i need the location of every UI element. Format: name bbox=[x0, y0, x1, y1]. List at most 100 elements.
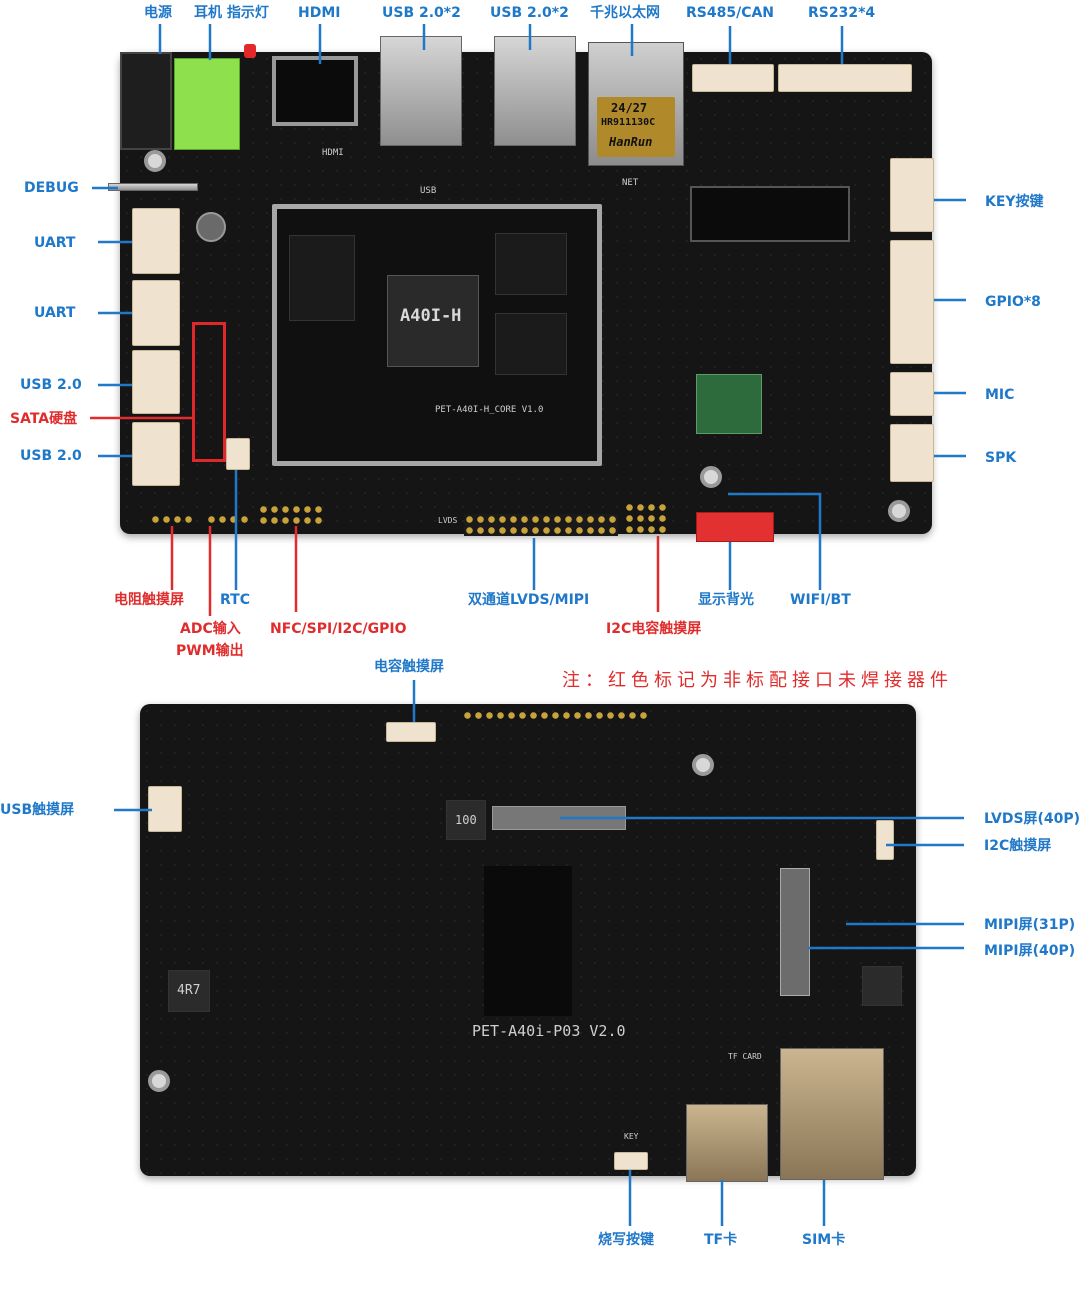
gpio-spi-header bbox=[258, 504, 324, 526]
rj45-date: 24/27 bbox=[611, 101, 648, 115]
inductor-value: 100 bbox=[455, 813, 477, 827]
label-debug: DEBUG bbox=[24, 180, 79, 196]
label-ethernet: 千兆以太网 bbox=[590, 5, 660, 21]
label-nfc-spi: NFC/SPI/I2C/GPIO bbox=[270, 621, 407, 637]
rj45-part: HR911130C bbox=[601, 117, 656, 128]
soc-chip: A40I-H bbox=[387, 275, 479, 367]
key-silk: KEY bbox=[624, 1132, 639, 1141]
mounting-hole bbox=[144, 150, 166, 172]
m2-slot bbox=[690, 186, 850, 242]
burn-key-button bbox=[614, 1152, 648, 1170]
inductor: 4R7 bbox=[168, 970, 210, 1012]
label-rtc: RTC bbox=[220, 592, 250, 608]
label-rs485-can: RS485/CAN bbox=[686, 5, 775, 21]
rj45-brand: HanRun bbox=[609, 135, 653, 149]
label-burn-key: 烧写按键 bbox=[598, 1232, 654, 1248]
usb2-connector-2 bbox=[132, 422, 180, 486]
indicator-led bbox=[244, 44, 256, 58]
soc-model: A40I-H bbox=[400, 306, 462, 326]
earphone-jack bbox=[174, 58, 240, 150]
backlight-connector bbox=[696, 512, 774, 542]
label-lvds-40p: LVDS屏(40P) bbox=[984, 811, 1080, 827]
usb-a-stack-1 bbox=[380, 36, 462, 146]
cap-touch-connector bbox=[386, 722, 436, 742]
mounting-hole bbox=[700, 466, 722, 488]
label-i2c-cap-touch: I2C电容触摸屏 bbox=[606, 621, 702, 637]
gpio-connector bbox=[890, 240, 934, 364]
lvds-header bbox=[464, 514, 618, 536]
label-rs232: RS232*4 bbox=[808, 5, 876, 21]
spk-connector bbox=[890, 424, 934, 482]
core-module: A40I-H PET-A40I-H_CORE V1.0 bbox=[272, 204, 602, 466]
uart-connector-2 bbox=[132, 280, 180, 346]
label-lvds-mipi: 双通道LVDS/MIPI bbox=[468, 592, 590, 608]
label-uart-1: UART bbox=[34, 235, 76, 251]
net-silk: NET bbox=[622, 178, 639, 188]
usb-a-stack-2 bbox=[494, 36, 576, 146]
rtp-header bbox=[150, 514, 194, 526]
label-mipi-31p: MIPI屏(31P) bbox=[984, 917, 1076, 933]
emmc-chip bbox=[289, 235, 355, 321]
wifi-bt-module bbox=[696, 374, 762, 434]
label-resistive-touch: 电阻触摸屏 bbox=[114, 592, 184, 608]
rs232-connector bbox=[778, 64, 912, 92]
usb-silk: USB bbox=[420, 186, 437, 196]
mic-connector bbox=[890, 372, 934, 416]
label-earphone-indicator: 耳机 指示灯 bbox=[194, 5, 269, 21]
label-key: KEY按键 bbox=[985, 194, 1044, 210]
note-text: 注：红色标记为非标配接口未焊接器件 bbox=[562, 670, 953, 691]
inductor bbox=[862, 966, 902, 1006]
label-adc-in: ADC输入 bbox=[180, 621, 241, 637]
label-pwm-out: PWM输出 bbox=[176, 643, 244, 659]
tf-card-slot bbox=[686, 1104, 768, 1182]
label-usb-a: USB 2.0*2 bbox=[382, 5, 461, 21]
label-mic: MIC bbox=[985, 387, 1015, 403]
label-uart-2: UART bbox=[34, 305, 76, 321]
dc-power-jack bbox=[120, 52, 172, 150]
label-cap-touch: 电容触摸屏 bbox=[374, 659, 444, 675]
label-spk: SPK bbox=[985, 450, 1017, 466]
ddr-chip-2 bbox=[495, 313, 567, 375]
i2c-touch-connector bbox=[876, 820, 894, 860]
hdmi-connector bbox=[272, 56, 358, 126]
label-tf-card: TF卡 bbox=[704, 1232, 738, 1248]
electrolytic-cap bbox=[196, 212, 226, 242]
label-backlight: 显示背光 bbox=[698, 592, 754, 608]
label-hdmi: HDMI bbox=[298, 5, 341, 21]
sata-outline bbox=[192, 322, 226, 462]
tf-card-silk: TF CARD bbox=[728, 1052, 762, 1061]
ddr-chip-1 bbox=[495, 233, 567, 295]
usb-touch-connector bbox=[148, 786, 182, 832]
inductor: 100 bbox=[446, 800, 486, 840]
adc-pwm-header bbox=[206, 514, 250, 526]
core-label: PET-A40I-H_CORE V1.0 bbox=[435, 405, 544, 415]
hdmi-silk: HDMI bbox=[322, 148, 344, 158]
rj45-connector: 24/27 HR911130C HanRun bbox=[588, 42, 684, 166]
label-power: 电源 bbox=[144, 5, 172, 21]
lvds-silk: LVDS bbox=[438, 516, 458, 525]
mounting-hole bbox=[148, 1070, 170, 1092]
rtc-connector bbox=[226, 438, 250, 470]
label-usb-b: USB 2.0*2 bbox=[490, 5, 569, 21]
label-sim-card: SIM卡 bbox=[802, 1232, 846, 1248]
label-usb2-1: USB 2.0 bbox=[20, 377, 82, 393]
label-sata: SATA硬盘 bbox=[10, 411, 78, 427]
label-mipi-40p: MIPI屏(40P) bbox=[984, 943, 1076, 959]
usb2-connector-1 bbox=[132, 350, 180, 414]
mipi-ffc-connector bbox=[780, 868, 810, 996]
rs485-can-connector bbox=[692, 64, 774, 92]
label-wifi-bt: WIFI/BT bbox=[790, 592, 851, 608]
large-cutout bbox=[484, 866, 572, 1016]
mounting-hole bbox=[888, 500, 910, 522]
key-connector bbox=[890, 158, 934, 232]
pin-header-row bbox=[462, 710, 648, 722]
uart-connector-1 bbox=[132, 208, 180, 274]
sim-card-slot bbox=[780, 1048, 884, 1180]
rj45-label: 24/27 HR911130C HanRun bbox=[597, 97, 675, 157]
label-usb2-2: USB 2.0 bbox=[20, 448, 82, 464]
label-i2c-touch: I2C触摸屏 bbox=[984, 838, 1052, 854]
inductor-value: 4R7 bbox=[177, 983, 201, 998]
i2c-header bbox=[624, 502, 668, 536]
label-usb-touch: USB触摸屏 bbox=[0, 802, 75, 818]
